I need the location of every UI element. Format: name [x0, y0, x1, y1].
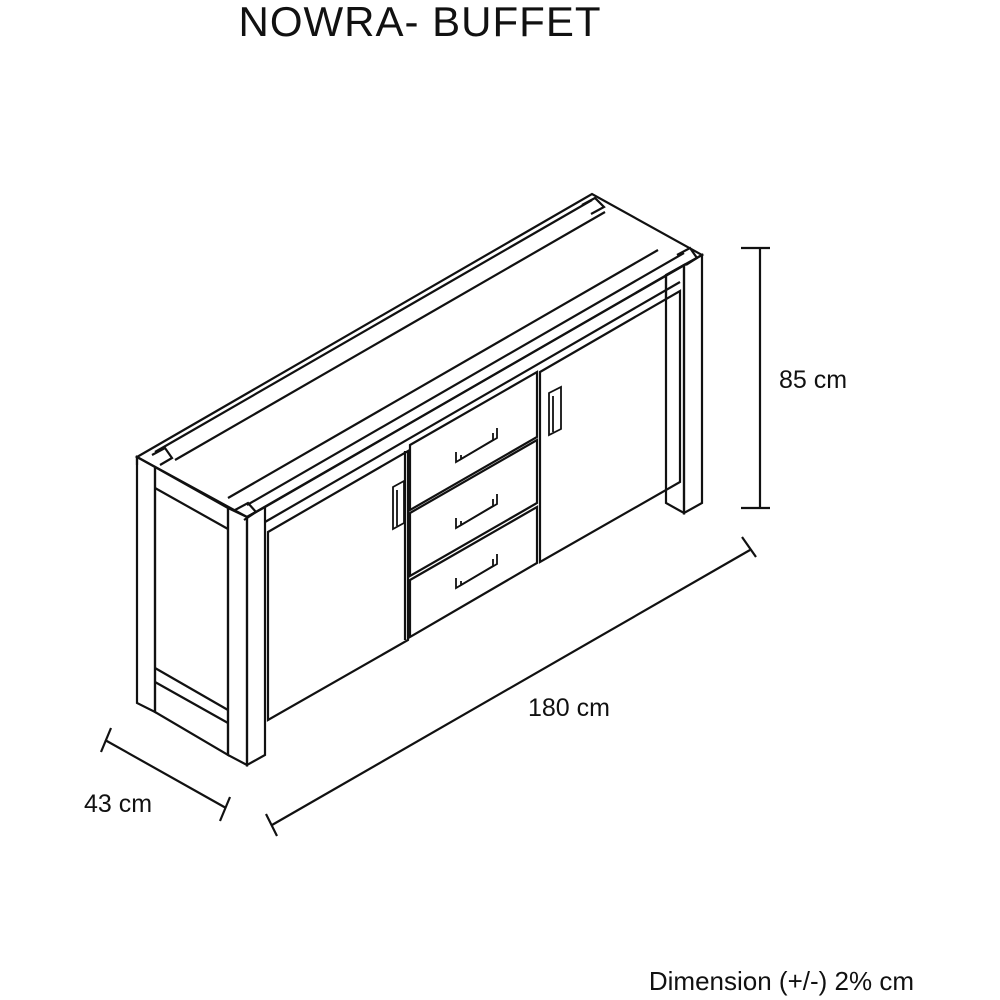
drawer-handle-bottom	[455, 554, 498, 590]
buffet-left-side	[135, 455, 267, 767]
width-dimension-line	[265, 536, 757, 837]
buffet-right-leg	[664, 253, 704, 515]
dimension-tolerance-note: Dimension (+/-) 2% cm	[648, 966, 914, 996]
buffet-front-panel	[264, 264, 685, 523]
width-label: 180 cm	[528, 694, 610, 722]
drawer-handle-top	[455, 428, 498, 464]
buffet-top	[134, 192, 705, 521]
right-door	[538, 289, 682, 564]
left-door	[266, 449, 410, 722]
depth-dimension-line	[99, 727, 232, 822]
drawers	[408, 370, 539, 639]
left-door-handle	[392, 479, 405, 531]
right-door-handle	[548, 385, 562, 437]
height-dimension-line	[741, 246, 770, 510]
product-title: NOWRA- BUFFET	[238, 0, 602, 45]
drawer-handle-middle	[455, 494, 498, 530]
height-label: 85 cm	[779, 366, 848, 394]
depth-label: 43 cm	[84, 790, 153, 818]
